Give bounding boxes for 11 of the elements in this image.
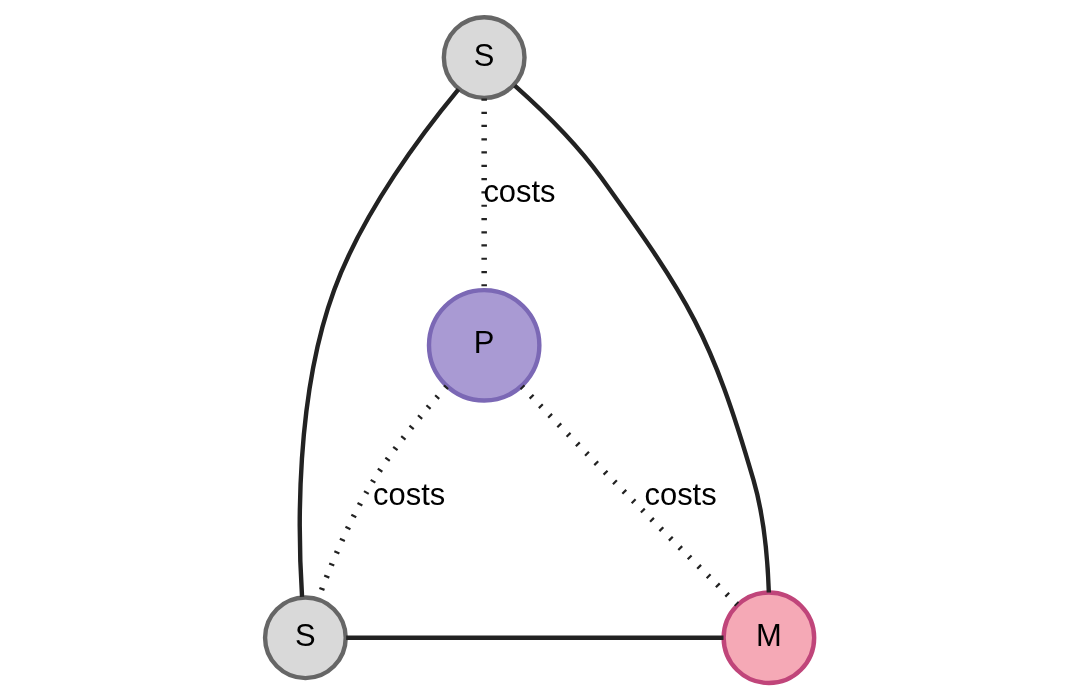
edge-label: costs [372, 476, 445, 512]
connector [297, 87, 460, 597]
node-circle: S [262, 595, 348, 681]
node-circle: M [720, 590, 816, 686]
connector [519, 384, 739, 607]
edge-label: costs [482, 174, 556, 210]
edge-label: costs [644, 476, 717, 512]
node-circle: S [441, 15, 527, 101]
node-circle: P [426, 287, 542, 403]
connector [512, 83, 771, 593]
connector [345, 635, 723, 640]
